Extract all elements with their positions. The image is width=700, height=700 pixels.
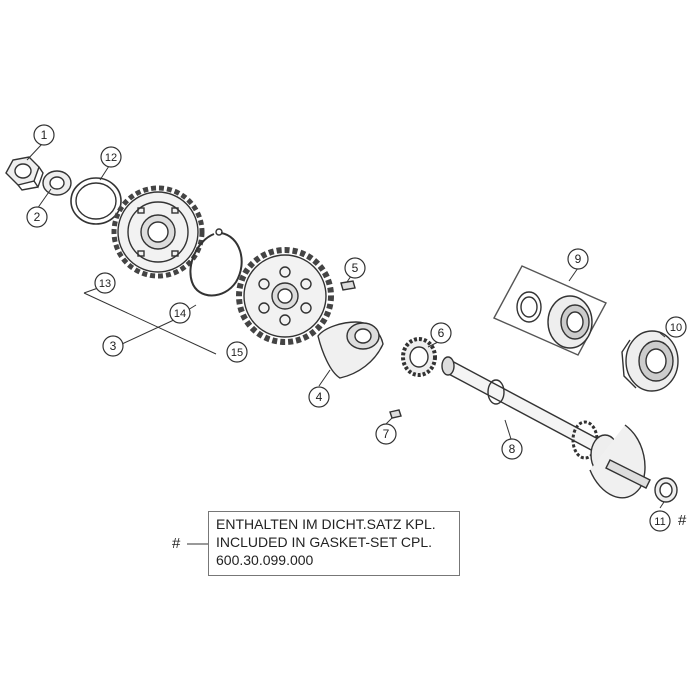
callout-11-label: 11 [654,516,665,528]
callout-10-circle [665,316,687,338]
callout-5-circle [344,257,366,279]
needle-bearing-part [401,337,437,377]
hex-nut-part [5,156,44,191]
woodruff-key-part [340,280,356,291]
callout-6-label: 6 [438,326,445,340]
note-line-german: ENTHALTEN IM DICHT.SATZ KPL. [216,516,436,532]
callout-14-label: 14 [174,308,186,320]
callout-12-label: 12 [105,152,117,164]
small-key-part [389,409,402,419]
note-marker: # [172,535,181,552]
balancer-shaft-part [441,356,651,499]
spacer-ring-part [70,177,122,225]
gear-14-part [236,247,334,345]
bearing-kit-part [493,265,607,356]
callout-6-circle [430,322,452,344]
callout-11-circle [649,510,671,532]
callout-7-label: 7 [383,427,390,441]
callout-2-label: 2 [34,210,41,224]
note-part-number: 600.30.099.000 [216,552,314,568]
callout-2-circle [26,206,48,228]
callout-circles [26,124,687,532]
note-line-english: INCLUDED IN GASKET-SET CPL. [216,534,433,550]
callout-4-label: 4 [316,390,323,404]
callout-8-label: 8 [509,442,516,456]
large-gear-13-part [111,185,205,279]
callout-15-circle [226,341,248,363]
callout-9-label: 9 [575,252,582,266]
callout-12-circle [100,146,122,168]
gasket-set-note: ENTHALTEN IM DICHT.SATZ KPL. INCLUDED IN… [208,511,460,576]
part-11-gasket-marker: # [678,512,687,529]
washer-part [42,170,72,196]
cylinder-bearing-part [621,330,679,392]
callout-5-label: 5 [352,261,359,275]
small-washer-part [654,477,678,503]
callout-3-label: 3 [110,339,117,353]
callout-1-label: 1 [41,128,48,142]
callout-3-circle [102,335,124,357]
callout-7-circle [375,423,397,445]
callout-10-label: 10 [670,322,682,334]
callout-9-circle [567,248,589,270]
callout-1-circle [33,124,55,146]
callout-14-circle [169,302,191,324]
balancer-weight-part [317,321,384,379]
circlip-part [189,228,243,297]
callout-4-circle [308,386,330,408]
callout-13-circle [94,272,116,294]
callout-15-label: 15 [231,347,243,359]
callout-13-label: 13 [99,278,111,290]
callout-8-circle [501,438,523,460]
